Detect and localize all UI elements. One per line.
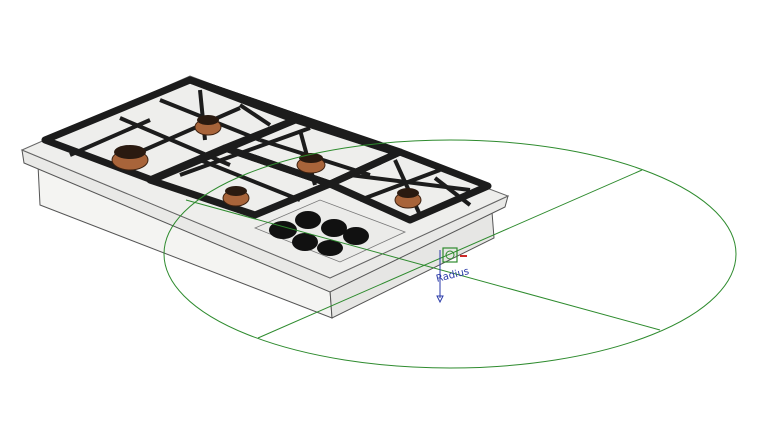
center-grip-handle[interactable] [442,247,458,263]
grate-front-right [326,148,492,224]
cooktop-model[interactable] [20,75,510,319]
radius-circle[interactable] [163,139,737,369]
knob [269,221,297,239]
burner-front-left [222,186,250,207]
knob [321,219,347,237]
knob [317,240,343,256]
burner-back-mid [194,115,222,136]
knob [343,227,369,245]
burners [111,115,422,209]
radius-arrow-head [436,295,444,304]
burner-front-right [394,188,422,209]
burner-center [296,153,326,174]
circle-axis [257,169,643,339]
knob [295,211,321,229]
knob [292,233,318,251]
center-point [445,250,455,260]
burner-back-left [111,145,149,171]
knobs [269,211,369,256]
circle-axis [185,199,661,331]
